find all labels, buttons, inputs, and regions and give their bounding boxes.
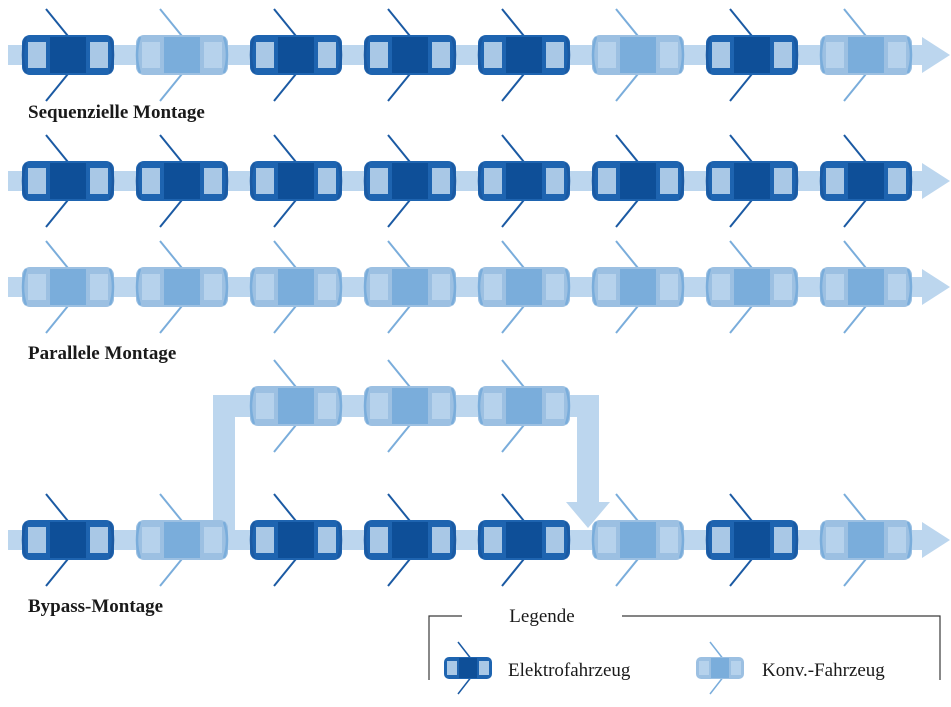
parallel-top-electric-car-2 — [135, 134, 229, 228]
legend-box: Legende Elektrofahrzeug Konv.-Fahrzeug — [428, 606, 941, 695]
bypass-loop-conventional-car-1 — [249, 359, 343, 453]
bypass-loop-conventional-car-3 — [477, 359, 571, 453]
parallel-bottom-conventional-car-4 — [363, 240, 457, 334]
legend-title: Legende — [509, 606, 574, 627]
bypass-main-electric-car-5 — [477, 493, 571, 587]
parallel-bottom-conventional-car-1 — [21, 240, 115, 334]
parallel-top-electric-car-7 — [705, 134, 799, 228]
sequential-flow-arrow — [8, 37, 950, 73]
parallel-bottom-conventional-car-8 — [819, 240, 913, 334]
parallel-top-electric-car-4 — [363, 134, 457, 228]
bypass-assembly-label: Bypass-Montage — [28, 596, 164, 617]
bypass-main-flow-arrow — [8, 522, 950, 558]
parallel-electric-flow-arrow — [8, 163, 950, 199]
parallel-top-electric-car-8 — [819, 134, 913, 228]
legend-conventional-car-icon — [696, 641, 744, 695]
parallel-bottom-conventional-car-3 — [249, 240, 343, 334]
sequential-electric-car-4 — [363, 8, 457, 102]
parallel-conventional-flow-arrow — [8, 269, 950, 305]
parallel-top-electric-car-1 — [21, 134, 115, 228]
sequential-electric-car-7 — [705, 8, 799, 102]
legend-conventional-label: Konv.-Fahrzeug — [762, 660, 885, 681]
bypass-main-conventional-car-2 — [135, 493, 229, 587]
legend-border — [428, 615, 941, 680]
legend-electric-label: Elektrofahrzeug — [508, 660, 631, 681]
parallel-bottom-conventional-car-7 — [705, 240, 799, 334]
sequential-conventional-car-6 — [591, 8, 685, 102]
parallel-top-electric-car-3 — [249, 134, 343, 228]
parallel-bottom-conventional-car-5 — [477, 240, 571, 334]
sequential-conventional-car-2 — [135, 8, 229, 102]
bypass-main-conventional-car-8 — [819, 493, 913, 587]
sequential-electric-car-1 — [21, 8, 115, 102]
bypass-main-electric-car-4 — [363, 493, 457, 587]
bypass-loop-conventional-car-2 — [363, 359, 457, 453]
parallel-top-electric-car-6 — [591, 134, 685, 228]
sequential-electric-car-3 — [249, 8, 343, 102]
vehicles-layer — [21, 8, 913, 587]
bypass-main-conventional-car-6 — [591, 493, 685, 587]
sequential-assembly-label: Sequenzielle Montage — [28, 102, 205, 123]
bypass-main-electric-car-3 — [249, 493, 343, 587]
parallel-top-electric-car-5 — [477, 134, 571, 228]
sequential-electric-car-5 — [477, 8, 571, 102]
parallel-assembly-label: Parallele Montage — [28, 343, 177, 364]
parallel-bottom-conventional-car-2 — [135, 240, 229, 334]
parallel-bottom-conventional-car-6 — [591, 240, 685, 334]
bypass-main-electric-car-7 — [705, 493, 799, 587]
bypass-main-electric-car-1 — [21, 493, 115, 587]
sequential-conventional-car-8 — [819, 8, 913, 102]
legend-electric-car-icon — [444, 641, 492, 695]
